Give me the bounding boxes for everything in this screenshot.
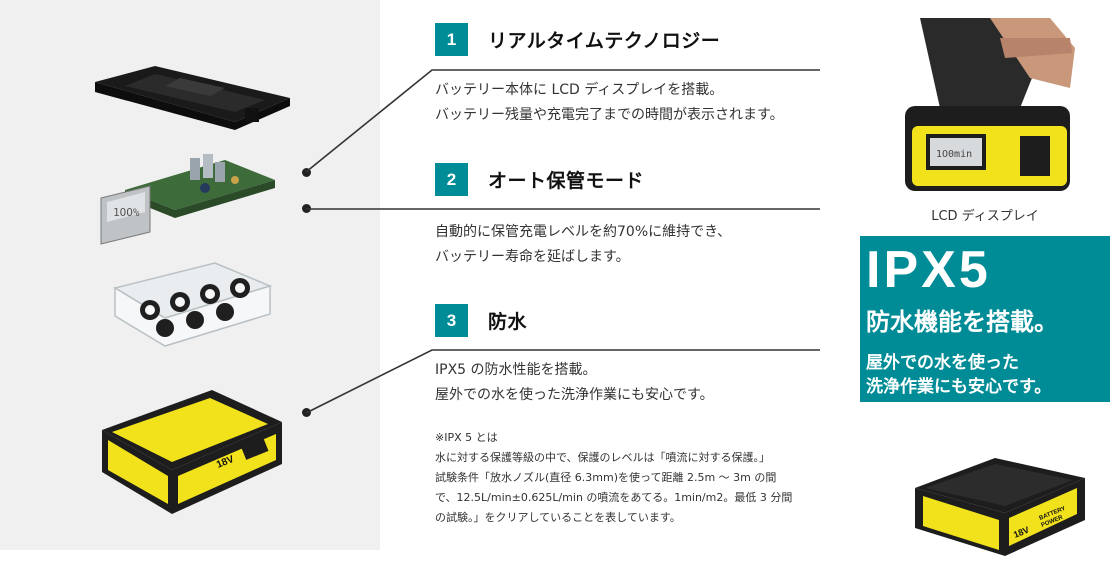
feature-1-description: バッテリー本体に LCD ディスプレイを搭載。 バッテリー残量や充電完了までの時… [435, 78, 784, 128]
battery-shell-icon: 18V [102, 390, 282, 514]
drill-with-battery-icon: 1O0min [905, 18, 1075, 191]
circuit-board-lcd-icon: 1OO% [100, 154, 275, 245]
feature-1-line-1: バッテリー本体に LCD ディスプレイを搭載。 [435, 82, 724, 98]
lcd-caption: LCD ディスプレイ [931, 209, 1039, 224]
svg-text:1OO%: 1OO% [113, 206, 140, 219]
ipx5-subtitle: 防水機能を搭載。 [866, 308, 1058, 336]
feature-3-number: 3 [435, 304, 468, 337]
note-line-5: の試験。」をクリアしていることを表しています。 [435, 511, 681, 524]
feature-2-title: オート保管モード [488, 170, 645, 192]
ipx5-line-2: 洗浄作業にも安心です。 [866, 377, 1052, 397]
feature-3-title: 防水 [488, 311, 528, 333]
note-line-4: で、12.5L/min±0.625L/min の噴流をあてる。1min/m2。最… [435, 491, 793, 504]
feature-1-title: リアルタイムテクノロジー [488, 30, 721, 52]
note-line-2: 水に対する保護等級の中で、保護のレベルは「噴流に対する保護。」 [435, 451, 771, 464]
feature-2-description: 自動的に保管充電レベルを約70%に維持でき、 バッテリー寿命を延ばします。 [435, 220, 731, 270]
feature-3-line-1: IPX5 の防水性能を搭載。 [435, 362, 597, 378]
note-line-3: 試験条件「放水ノズル(直径 6.3mm)を使って距離 2.5m ～ 3m の間 [435, 471, 777, 484]
battery-pack-icon: 18V BATTERY POWER [915, 458, 1085, 556]
feature-1-number: 1 [435, 23, 468, 56]
feature-2-number: 2 [435, 163, 468, 196]
svg-text:1O0min: 1O0min [936, 149, 972, 160]
feature-3-line-2: 屋外での水を使った洗浄作業にも安心です。 [435, 387, 714, 403]
connector-lines [305, 69, 820, 414]
exploded-view-panel: 1OO% 18V [0, 0, 380, 550]
feature-2-line-2: バッテリー寿命を延ばします。 [435, 249, 630, 265]
ipx-footnote: ※IPX 5 とは 水に対する保護等級の中で、保護のレベルは「噴流に対する保護。… [435, 428, 792, 528]
ipx5-line-1: 屋外での水を使った [866, 353, 1019, 373]
note-line-1: ※IPX 5 とは [435, 431, 498, 444]
ipx5-banner: IPX5 防水機能を搭載。 屋外での水を使った 洗浄作業にも安心です。 [860, 236, 1110, 402]
ipx5-title: IPX5 [866, 241, 991, 299]
feature-3-description: IPX5 の防水性能を搭載。 屋外での水を使った洗浄作業にも安心です。 [435, 358, 714, 408]
feature-2-line-1: 自動的に保管充電レベルを約70%に維持でき、 [435, 224, 732, 240]
feature-1-line-2: バッテリー残量や充電完了までの時間が表示されます。 [435, 107, 784, 123]
battery-top-cover-icon [95, 66, 290, 130]
cell-holder-icon [113, 262, 273, 347]
